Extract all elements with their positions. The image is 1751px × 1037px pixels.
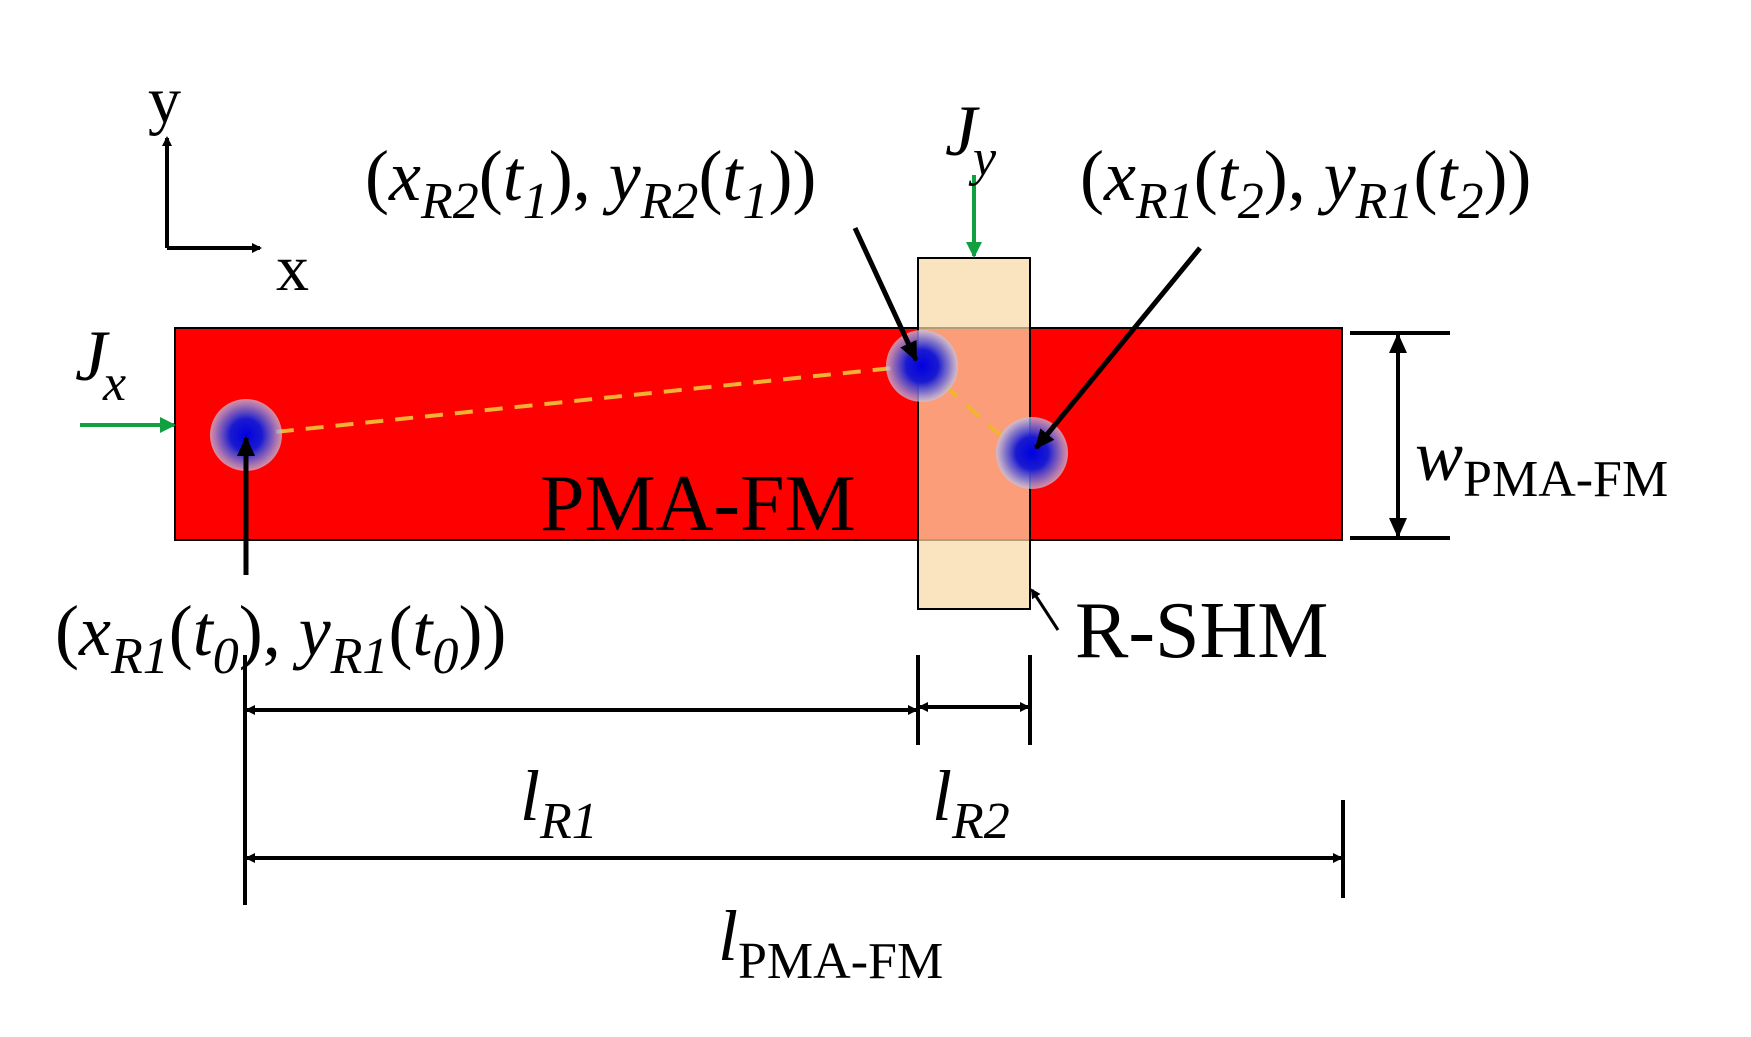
position-label-t0: (xR1(t0), yR1(t0)) <box>55 591 506 685</box>
pointer-arrow-t1 <box>852 226 919 362</box>
skyrmion-t0 <box>210 399 282 471</box>
current-jy: Jy <box>945 91 997 258</box>
l-pma-label: lPMA-FM <box>718 896 943 990</box>
width-label: wPMA-FM <box>1415 416 1668 508</box>
r-shm-pointer-arrow <box>1030 588 1060 631</box>
position-label-t1: (xR2(t1), yR2(t1)) <box>365 136 816 230</box>
x-axis-label: x <box>276 232 309 305</box>
skyrmion-t1 <box>886 330 958 402</box>
r-shm-label: R-SHM <box>1075 587 1328 675</box>
coordinate-axes: y x <box>148 64 309 305</box>
position-label-t2: (xR1(t2), yR1(t2)) <box>1080 136 1531 230</box>
trajectory-segment-1 <box>245 365 922 437</box>
jy-label: Jy <box>945 91 997 187</box>
pma-fm-label: PMA-FM <box>540 460 856 548</box>
pma-fm-strip <box>174 327 1343 541</box>
jx-label: Jx <box>75 316 126 412</box>
length-dimensions: lR1 lR2 lPMA-FM <box>243 655 1345 990</box>
width-dimension: wPMA-FM <box>1350 331 1668 540</box>
skyrmion-t2 <box>996 417 1068 489</box>
current-jx: Jx <box>75 316 176 433</box>
pointer-arrow-t2 <box>1034 246 1202 450</box>
l-r2-label: lR2 <box>932 756 1010 850</box>
y-axis-label: y <box>148 64 181 137</box>
l-r1-label: lR1 <box>520 756 598 850</box>
